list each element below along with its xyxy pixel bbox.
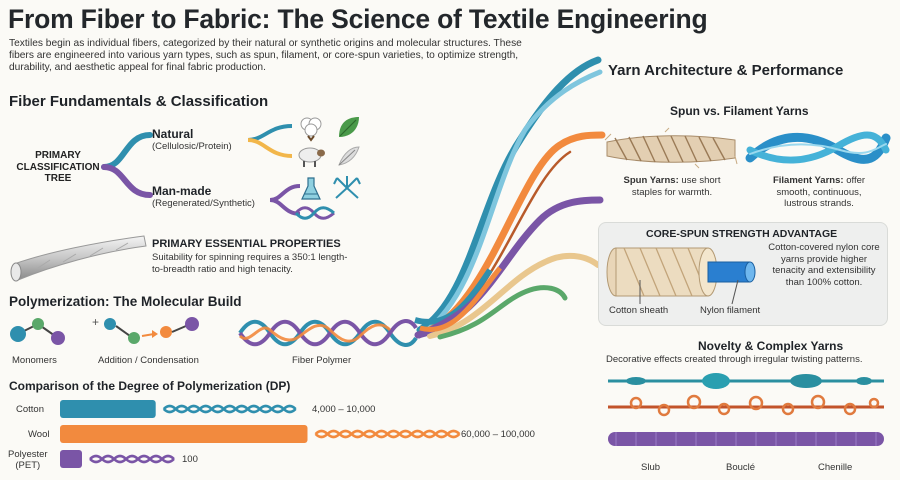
- dp-row-label-polyester-line1: Polyester: [8, 449, 48, 460]
- flask-icon: [301, 177, 321, 200]
- dp-helix-2-0: [89, 454, 175, 464]
- synthetic-fiber-strands-icon: [294, 206, 335, 220]
- dp-value-polyester: 100: [182, 454, 198, 465]
- dp-bars-svg: [60, 400, 461, 468]
- monomers-illustration: [10, 318, 65, 345]
- dp-bar-2: [60, 450, 82, 468]
- natural-node: Natural (Cellulosic/Protein): [152, 127, 232, 152]
- slub-yarn-illustration: [608, 373, 884, 389]
- cotton-boll-icon: [300, 117, 322, 142]
- spun-yarn-bold: Spun Yarns:: [623, 175, 679, 186]
- dp-row-label-wool: Wool: [28, 429, 50, 440]
- core-spun-yarn-illustration: [606, 247, 756, 297]
- manmade-title: Man-made: [152, 184, 212, 198]
- boucle-yarn-illustration: [608, 394, 884, 417]
- fiber-section-heading: Fiber Fundamentals & Classification: [9, 93, 269, 110]
- classification-tree-label: PRIMARY CLASSIFICATION TREE: [16, 150, 100, 184]
- dp-value-cotton: 4,000 – 10,000: [312, 404, 376, 415]
- spun-yarn-text: use short staples for warmth.: [631, 175, 721, 198]
- chenille-yarn-illustration: [608, 432, 884, 446]
- dp-row-label-cotton: Cotton: [16, 404, 44, 415]
- yarn-section-heading: Yarn Architecture & Performance: [608, 62, 844, 79]
- fiber-polymer-label: Fiber Polymer: [292, 355, 352, 366]
- filament-yarn-caption: Filament Yarns: offer smooth, continuous…: [760, 175, 878, 210]
- core-spun-leader-lines: [639, 279, 739, 305]
- novelty-label-boucle: Bouclé: [726, 462, 756, 473]
- sheep-icon: [298, 147, 325, 167]
- core-spun-text: Cotton-covered nylon core yarns provide …: [768, 242, 880, 288]
- dp-row-label-polyester: Polyester (PET): [8, 449, 48, 471]
- manmade-subtitle: (Regenerated/Synthetic): [152, 198, 255, 209]
- natural-icon-branches: [247, 124, 293, 158]
- novelty-heading: Novelty & Complex Yarns: [698, 339, 844, 353]
- polymer-section-heading: Polymerization: The Molecular Build: [9, 294, 242, 309]
- spun-yarn-caption: Spun Yarns: use short staples for warmth…: [616, 175, 728, 198]
- molecule-structure-icon: [333, 176, 361, 199]
- natural-subtitle: (Cellulosic/Protein): [152, 141, 232, 152]
- fiber-strand-illustration: [10, 235, 147, 282]
- properties-title: PRIMARY ESSENTIAL PROPERTIES: [152, 238, 341, 250]
- manmade-node: Man-made (Regenerated/Synthetic): [152, 184, 255, 209]
- novelty-label-slub: Slub: [641, 462, 661, 473]
- filament-yarn-bold: Filament Yarns:: [772, 175, 844, 186]
- spun-vs-filament-heading: Spun vs. Filament Yarns: [670, 104, 809, 118]
- dp-section-heading: Comparison of the Degree of Polymerizati…: [9, 379, 291, 393]
- fiber-polymer-helix: [238, 319, 418, 347]
- core-spun-title: CORE-SPUN STRENGTH ADVANTAGE: [646, 228, 838, 240]
- dp-helix-1-1: [314, 429, 461, 439]
- nylon-filament-label: Nylon filament: [700, 305, 761, 316]
- intro-text: Textiles begin as individual fibers, cat…: [9, 38, 522, 73]
- dp-helix-0-0: [162, 404, 297, 414]
- cotton-sheath-label: Cotton sheath: [609, 305, 669, 316]
- dp-bar-0: [60, 400, 156, 418]
- feather-icon: [338, 146, 360, 166]
- leaf-icon: [339, 117, 359, 137]
- monomers-label: Monomers: [12, 355, 57, 366]
- filament-yarn-illustration: [745, 131, 891, 164]
- dp-bar-1: [60, 425, 308, 443]
- addition-condensation-illustration: +: [92, 315, 199, 344]
- properties-text: Suitability for spinning requires a 350:…: [152, 252, 348, 275]
- natural-title: Natural: [152, 127, 194, 141]
- classification-tree-branches: [101, 132, 153, 198]
- spun-yarn-illustration: [604, 127, 738, 169]
- svg-text:+: +: [92, 315, 99, 329]
- dp-helix-2-1: [89, 454, 175, 464]
- page-title: From Fiber to Fabric: The Science of Tex…: [8, 4, 708, 34]
- filament-yarn-text: offer smooth, continuous, lustrous stran…: [776, 175, 866, 209]
- addition-condensation-label: Addition / Condensation: [98, 355, 199, 366]
- novelty-text: Decorative effects created through irreg…: [606, 354, 863, 365]
- novelty-label-chenille: Chenille: [818, 462, 853, 473]
- dp-helix-0-1: [162, 404, 297, 414]
- dp-row-label-polyester-line2: (PET): [15, 460, 41, 471]
- dp-value-wool: 60,000 – 100,000: [461, 429, 535, 440]
